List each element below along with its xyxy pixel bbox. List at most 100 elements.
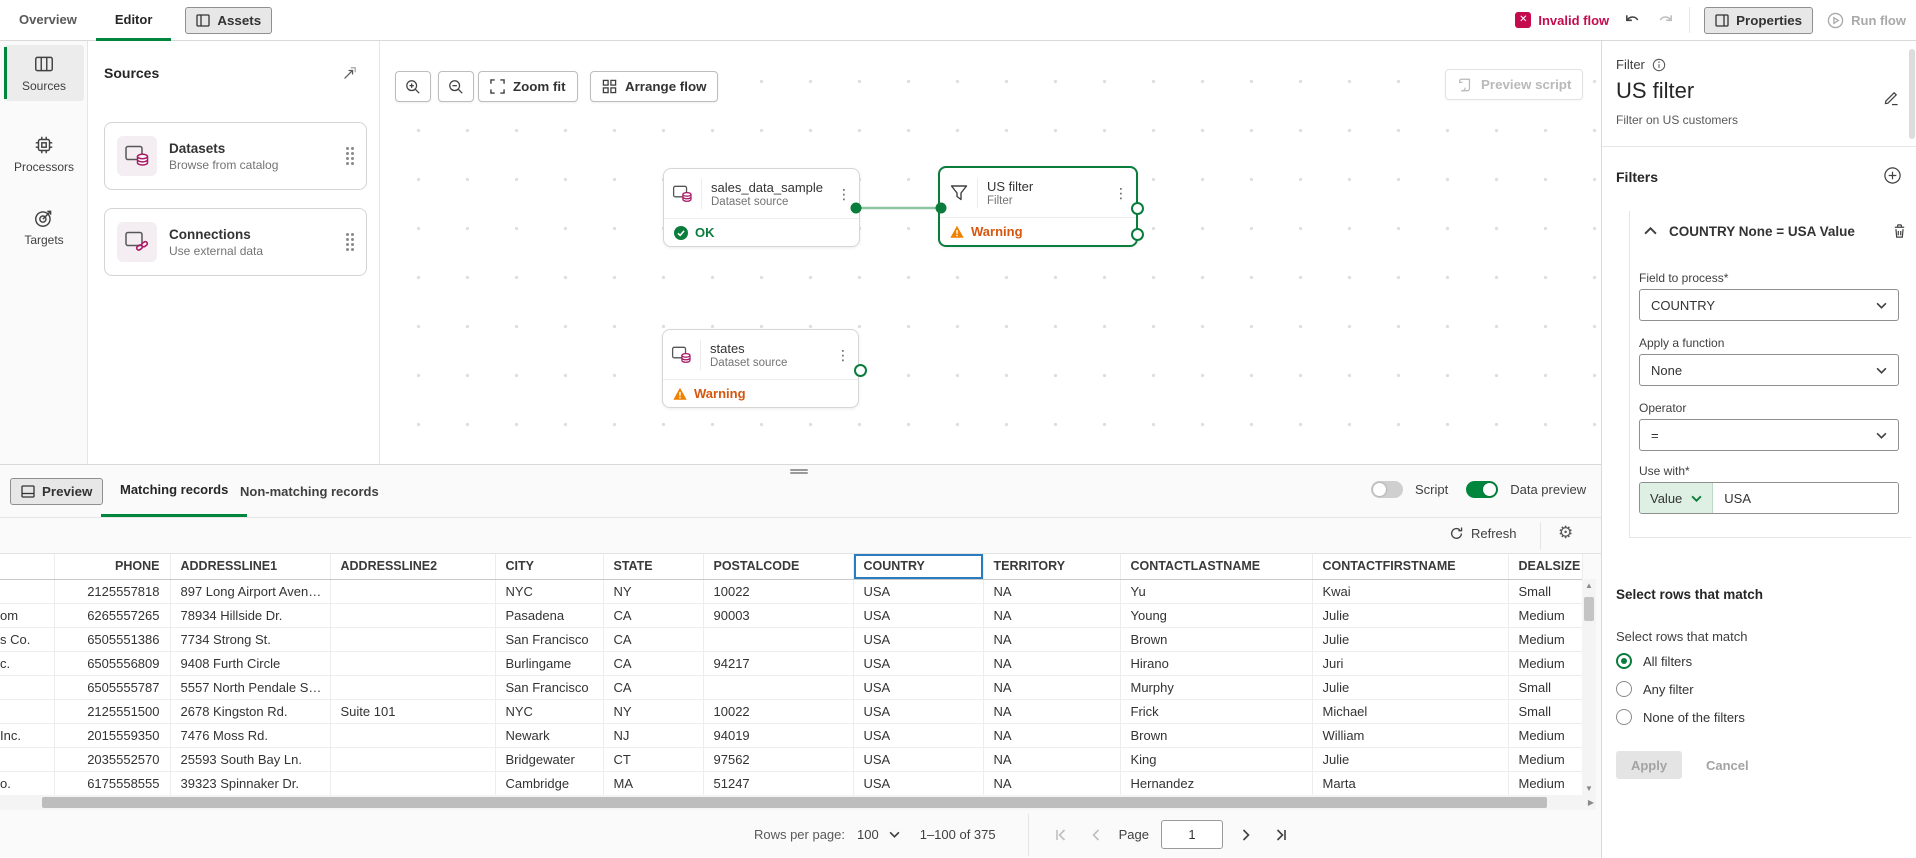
reject-output-port[interactable] [1131, 228, 1144, 241]
edit-pencil-icon[interactable] [1883, 89, 1900, 106]
properties-button[interactable]: Properties [1704, 6, 1814, 34]
column-header-dealsize[interactable]: DEALSIZE [1508, 554, 1583, 580]
source-card-connections[interactable]: Connections Use external data [104, 208, 367, 276]
use-with-type-select[interactable]: Value [1640, 483, 1714, 513]
output-port[interactable] [854, 364, 867, 377]
zoom-fit-icon [490, 79, 505, 94]
column-header-country[interactable]: COUNTRY [853, 554, 984, 580]
rows-per-page-select[interactable]: 100 [857, 827, 900, 842]
column-header-contactlastname[interactable]: CONTACTLASTNAME [1120, 554, 1313, 580]
arrange-flow-button[interactable]: Arrange flow [590, 71, 719, 102]
flow-edge [850, 202, 947, 214]
refresh-button[interactable]: Refresh [1449, 526, 1517, 541]
datasets-icon [117, 136, 157, 176]
kebab-menu-icon[interactable]: ⋮ [1114, 184, 1128, 201]
dataset-icon [672, 178, 702, 209]
horizontal-scrollbar[interactable]: ▶ [0, 795, 1596, 810]
script-toggle[interactable] [1371, 481, 1403, 498]
card-subtitle: Use external data [169, 243, 264, 258]
filter-value-input[interactable] [1713, 483, 1898, 513]
previous-page-button[interactable] [1085, 824, 1107, 846]
panel-scrollbar-thumb[interactable] [1909, 49, 1915, 139]
collapse-chevron-icon[interactable] [1644, 227, 1657, 235]
radio-none-of-the-filters[interactable]: None of the filters [1616, 709, 1745, 725]
first-page-button[interactable] [1051, 824, 1073, 846]
sidebar-item-sources[interactable]: Sources [4, 45, 84, 101]
run-flow-button[interactable]: Run flow [1827, 12, 1906, 29]
filter-summary[interactable]: COUNTRY None = USA Value [1669, 223, 1855, 239]
node-title: sales_data_sample [711, 179, 824, 195]
column-header-phone[interactable]: PHONE [54, 554, 171, 580]
column-header-state[interactable]: STATE [603, 554, 704, 580]
collapse-panel-icon[interactable] [341, 66, 357, 82]
scroll-down-icon[interactable]: ▼ [1585, 784, 1593, 793]
zoom-out-button[interactable] [438, 71, 474, 102]
sidebar-item-targets[interactable]: Targets [4, 199, 84, 255]
column-header-city[interactable]: CITY [495, 554, 604, 580]
kebab-menu-icon[interactable]: ⋮ [837, 185, 851, 202]
zoom-fit-button[interactable]: Zoom fit [478, 71, 578, 102]
tab-matching-records[interactable]: Matching records [101, 465, 248, 517]
last-page-button[interactable] [1269, 824, 1291, 846]
undo-button[interactable] [1623, 11, 1642, 30]
page-number-input[interactable] [1161, 820, 1223, 849]
radio-any-filter[interactable]: Any filter [1616, 681, 1694, 697]
zoom-out-icon [449, 79, 463, 94]
info-icon[interactable] [1652, 58, 1666, 72]
next-page-button[interactable] [1235, 824, 1257, 846]
field-to-process-select[interactable]: COUNTRY [1639, 289, 1899, 321]
gear-icon[interactable]: ⚙ [1558, 523, 1574, 542]
sidebar-item-processors[interactable]: Processors [4, 126, 84, 182]
panel-left-icon [196, 13, 211, 27]
radio-all-filters[interactable]: All filters [1616, 653, 1692, 669]
vertical-scroll-thumb[interactable] [1584, 597, 1594, 621]
preview-script-button[interactable]: Preview script [1445, 69, 1584, 100]
tab-non-matching-records[interactable]: Non-matching records [240, 483, 379, 499]
zoom-in-button[interactable] [395, 71, 431, 102]
tab-overview[interactable]: Overview [19, 11, 77, 27]
horizontal-scroll-thumb[interactable] [42, 797, 1547, 808]
add-filter-icon[interactable] [1883, 166, 1902, 185]
column-header-addressline1[interactable]: ADDRESSLINE1 [170, 554, 331, 580]
node-sales-data-sample[interactable]: sales_data_sample Dataset source ⋮ OK [663, 168, 860, 247]
node-states[interactable]: states Dataset source ⋮ Warning [662, 329, 867, 408]
chevron-down-icon [1876, 302, 1887, 309]
output-port[interactable] [1131, 202, 1144, 215]
cancel-button[interactable]: Cancel [1706, 751, 1749, 779]
scroll-right-icon[interactable]: ▶ [1587, 798, 1594, 807]
operator-select[interactable]: = [1639, 419, 1899, 451]
column-header-addressline2[interactable]: ADDRESSLINE2 [330, 554, 496, 580]
column-header-territory[interactable]: TERRITORY [983, 554, 1121, 580]
kebab-menu-icon[interactable]: ⋮ [836, 346, 850, 363]
column-header-contactfirstname[interactable]: CONTACTFIRSTNAME [1312, 554, 1509, 580]
delete-filter-icon[interactable] [1892, 223, 1907, 239]
node-subtitle: Dataset source [710, 356, 788, 369]
node-status: Warning [694, 386, 746, 401]
drag-handle-icon[interactable] [346, 147, 354, 165]
apply-button[interactable]: Apply [1616, 751, 1682, 779]
node-us-filter[interactable]: US filter Filter ⋮ Warning [938, 166, 1144, 247]
apply-function-select[interactable]: None [1639, 354, 1899, 386]
column-header-clipped[interactable] [0, 554, 55, 580]
vertical-scrollbar[interactable]: ▲ ▼ [1582, 579, 1596, 795]
scroll-up-icon[interactable]: ▲ [1585, 581, 1593, 590]
flow-canvas[interactable]: Zoom fit Arrange flow Preview script sal… [380, 41, 1601, 464]
drag-handle-icon[interactable] [346, 233, 354, 251]
preview-button[interactable]: Preview [10, 478, 104, 505]
assets-button[interactable]: Assets [185, 6, 273, 34]
tab-editor[interactable]: Editor [95, 0, 172, 41]
source-card-datasets[interactable]: Datasets Browse from catalog [104, 122, 367, 190]
data-preview-toggle[interactable] [1466, 481, 1499, 498]
column-header-postalcode[interactable]: POSTALCODE [703, 554, 854, 580]
panel-resize-handle[interactable] [790, 468, 808, 476]
redo-button[interactable] [1656, 11, 1675, 30]
